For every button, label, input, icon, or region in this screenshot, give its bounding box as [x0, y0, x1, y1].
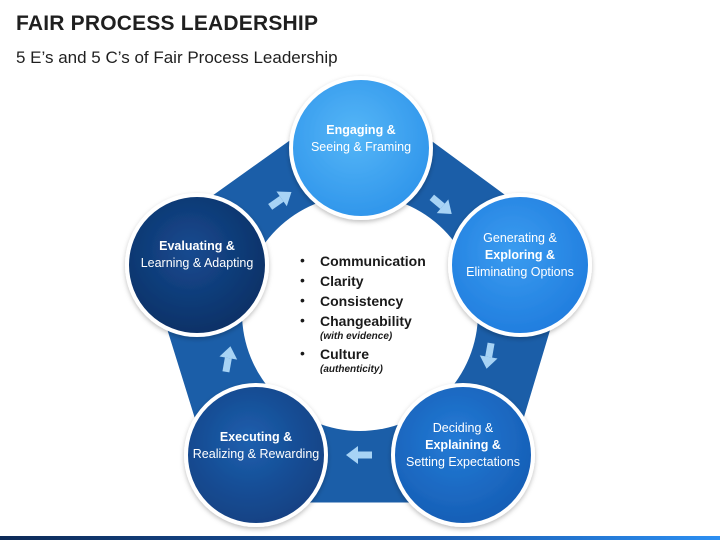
page-subtitle: 5 E’s and 5 C’s of Fair Process Leadersh… [16, 48, 338, 67]
bullet-item: Clarity [300, 272, 426, 290]
node-evaluating [125, 193, 269, 337]
down-arrow-icon [479, 342, 498, 369]
node-engaging-label: Engaging &Seeing & Framing [310, 123, 412, 154]
up-arrow-icon [219, 346, 238, 373]
center-bullet-list: Communication Clarity Consistency Change… [300, 252, 426, 378]
bullet-item: Culture(authenticity) [300, 345, 426, 376]
bullet-item: Communication [300, 252, 426, 270]
bullet-item: Changeability(with evidence) [300, 312, 426, 343]
node-executing-label: Executing &Realizing & Rewarding [192, 430, 320, 461]
node-generating-label: Generating &Exploring &Eliminating Optio… [466, 231, 574, 279]
node-evaluating-label: Evaluating &Learning & Adapting [140, 239, 254, 270]
node-generating [448, 193, 592, 337]
bottom-accent-bar [0, 536, 720, 540]
down-right-arrow-icon [429, 194, 452, 214]
node-engaging [289, 76, 433, 220]
page-title: FAIR PROCESS LEADERSHIP [16, 12, 319, 35]
node-deciding [391, 383, 535, 527]
left-arrow-icon [346, 446, 372, 464]
bullet-item: Consistency [300, 292, 426, 310]
node-executing [184, 383, 328, 527]
node-deciding-label: Deciding &Explaining &Setting Expectatio… [406, 421, 520, 469]
right-arrow-icon [268, 191, 292, 210]
